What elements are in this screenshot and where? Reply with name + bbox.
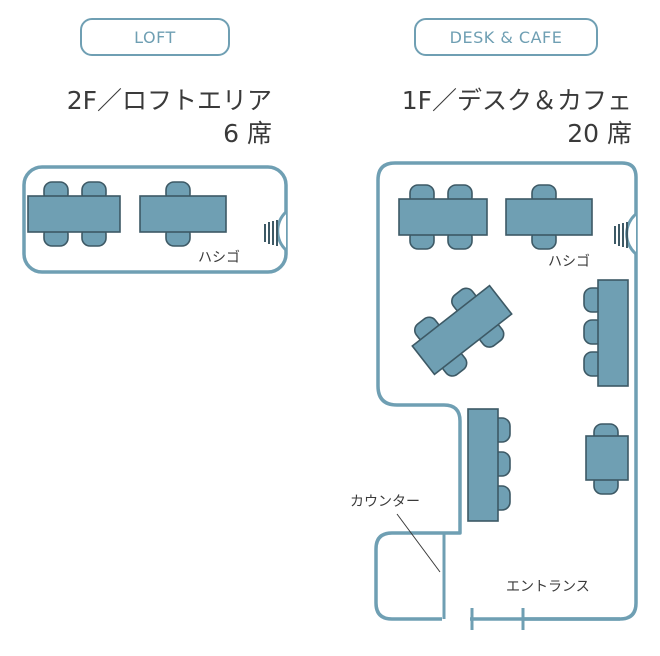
counter-label: カウンター <box>350 494 420 510</box>
desk-table <box>467 408 499 522</box>
desk-table <box>597 279 629 387</box>
loft-heading: 2F／ロフトエリア 6 席 <box>67 84 272 150</box>
desk-table <box>411 284 513 376</box>
desk-ladder-icon <box>614 212 638 256</box>
desk-seat-count: 20 席 <box>567 119 632 148</box>
loft-ladder-icon <box>264 210 288 252</box>
loft-seat-count: 6 席 <box>223 119 272 148</box>
desk-table <box>505 198 593 236</box>
desk-table <box>585 435 629 481</box>
desk-table <box>398 198 488 236</box>
loft-ladder-label: ハシゴ <box>198 249 240 266</box>
entrance-label: エントランス <box>506 579 590 595</box>
loft-tag: LOFT <box>80 18 230 56</box>
loft-title: 2F／ロフトエリア <box>66 86 272 115</box>
loft-table <box>139 195 227 233</box>
diagonal-table-group <box>411 284 513 377</box>
loft-table <box>27 195 121 233</box>
desk-ladder-label: ハシゴ <box>548 253 590 270</box>
desk-cafe-tag: DESK & CAFE <box>414 18 598 56</box>
desk-room-outline <box>374 161 638 621</box>
desk-heading: 1F／デスク＆カフェ 20 席 <box>402 84 632 150</box>
desk-title: 1F／デスク＆カフェ <box>401 86 632 115</box>
counter-pointer <box>396 513 441 573</box>
